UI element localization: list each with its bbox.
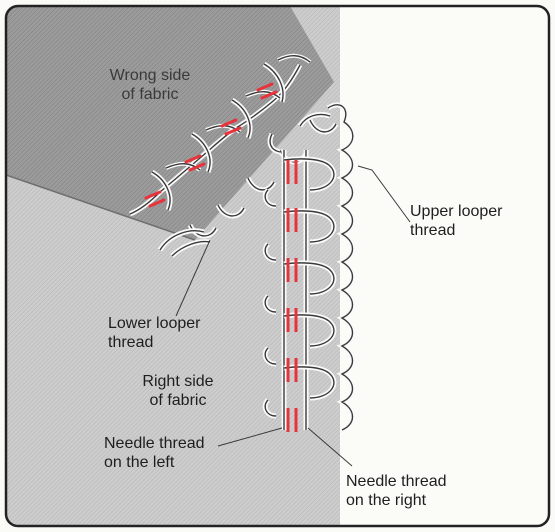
label-upper-looper: Upper looper thread (410, 202, 503, 240)
label-needle-right: Needle thread on the right (346, 472, 447, 510)
label-wrong-side: Wrong side of fabric (90, 66, 210, 104)
label-right-side: Right side of fabric (118, 372, 238, 410)
label-needle-left: Needle thread on the left (104, 434, 205, 472)
label-lower-looper: Lower looper thread (108, 314, 201, 352)
